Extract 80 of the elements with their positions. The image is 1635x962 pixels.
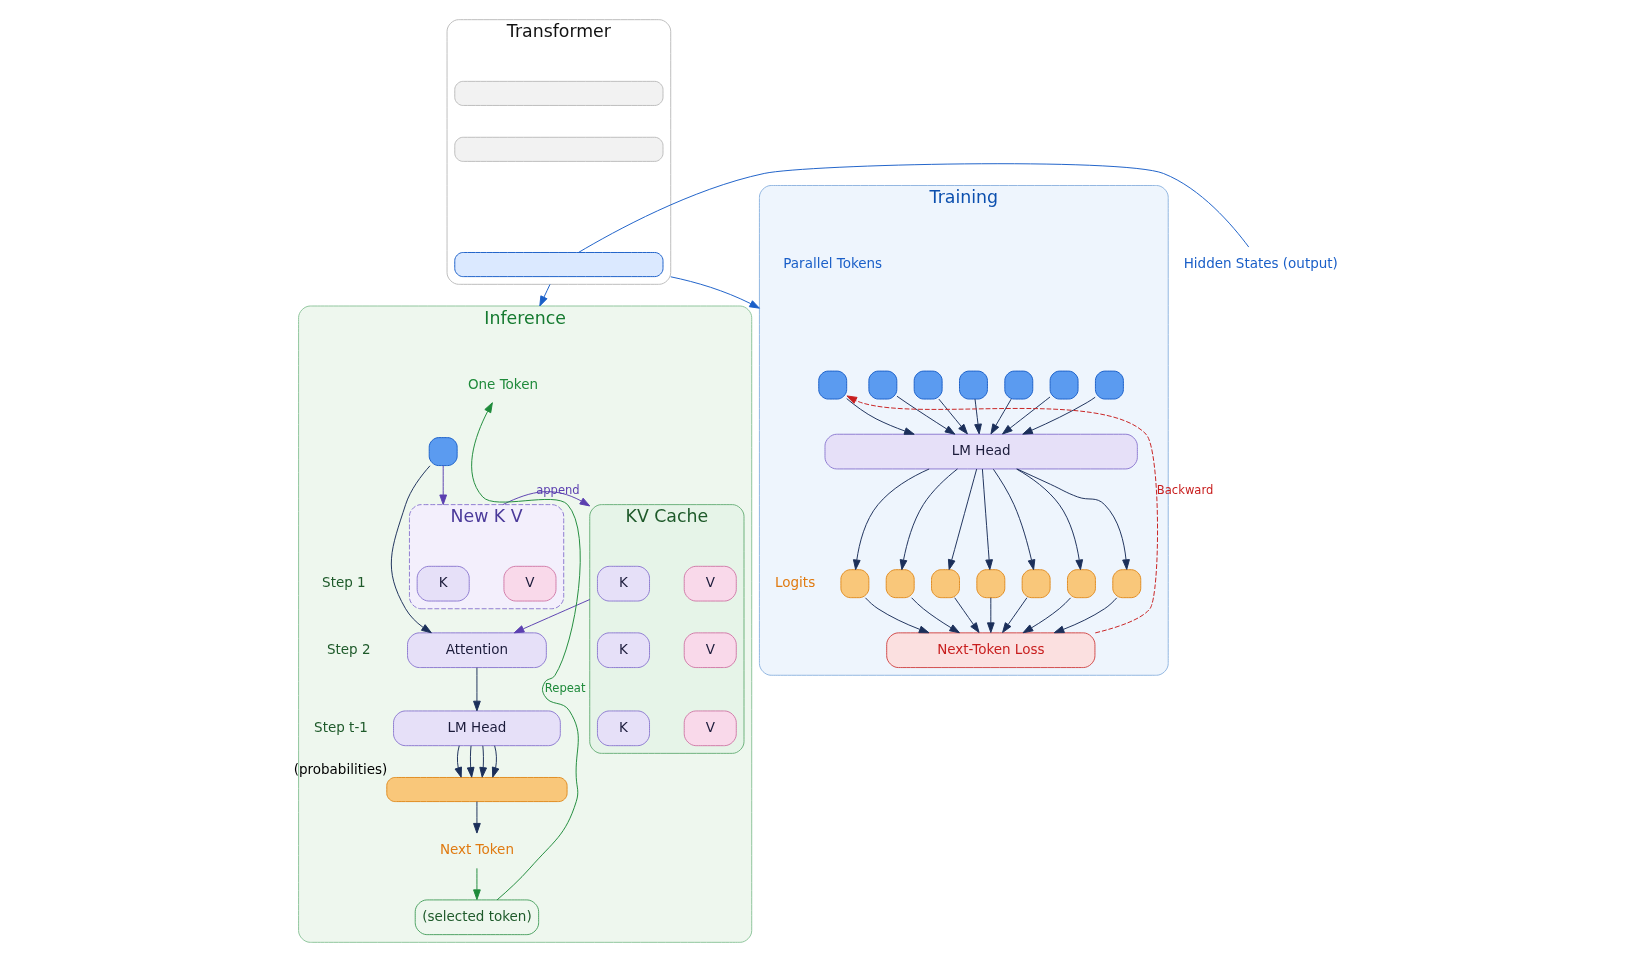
arrow <box>981 468 993 570</box>
arrow <box>845 398 915 435</box>
node-bar <box>385 777 568 803</box>
arrow <box>953 597 980 633</box>
node-box: (selected token) <box>414 899 539 936</box>
arrow <box>466 745 475 778</box>
arrow <box>937 398 968 435</box>
arrow <box>852 468 930 571</box>
node-box: LM Head <box>824 433 1138 470</box>
node-box <box>839 569 869 599</box>
label: Logits <box>774 574 815 591</box>
arrow <box>438 465 447 506</box>
node-box <box>975 569 1005 599</box>
label: Step 2 <box>326 640 370 657</box>
node-box <box>1111 569 1141 599</box>
node-box <box>428 437 458 467</box>
arrow <box>472 801 481 834</box>
arrow <box>973 398 982 435</box>
node-box <box>1049 370 1079 400</box>
arrow <box>896 395 955 435</box>
node-box <box>1094 370 1124 400</box>
edge-label: Repeat <box>544 681 585 696</box>
node-box <box>1003 370 1033 400</box>
arrow <box>491 745 499 778</box>
edge-label: append <box>535 482 580 497</box>
arrow <box>899 468 958 571</box>
node-bar <box>453 80 663 106</box>
node-bar <box>453 252 663 278</box>
arrow <box>1022 597 1071 634</box>
arrow <box>1021 396 1096 435</box>
arrow <box>1053 597 1117 634</box>
node-box: K <box>596 710 650 747</box>
cluster: Transformer <box>446 19 671 285</box>
node-bar <box>453 136 663 162</box>
arrow <box>501 491 590 507</box>
node-box: V <box>683 565 737 602</box>
arrow <box>513 599 590 634</box>
arrow <box>538 283 550 307</box>
arrow <box>454 745 462 778</box>
arrow <box>1001 396 1050 435</box>
arrow <box>1015 468 1083 571</box>
node-box <box>930 569 960 599</box>
node-box <box>885 569 915 599</box>
arrow <box>947 468 977 570</box>
label: Parallel Tokens <box>782 255 882 272</box>
arrow <box>1016 468 1130 570</box>
arrow <box>864 597 929 634</box>
node-text: Hidden States (output) <box>1183 255 1338 272</box>
node-text: Next Token <box>439 841 514 858</box>
arrow <box>992 468 1035 571</box>
arrow <box>669 276 760 309</box>
node-box: LM Head <box>392 710 561 747</box>
label: Step t-1 <box>313 718 368 735</box>
arrow <box>472 667 481 712</box>
node-box: V <box>683 710 737 747</box>
node-box <box>1066 569 1096 599</box>
arrow <box>472 867 481 900</box>
arrow <box>986 597 995 633</box>
arrow <box>470 402 581 901</box>
node-box <box>958 370 988 400</box>
node-box <box>1021 569 1051 599</box>
node-box <box>913 370 943 400</box>
node-box: Next-Token Loss <box>885 632 1095 669</box>
node-box: V <box>683 632 737 669</box>
arrow <box>989 398 1012 435</box>
arrow <box>910 597 960 634</box>
arrow <box>1001 597 1027 633</box>
node-box: K <box>596 565 650 602</box>
arrow <box>478 745 487 778</box>
node-box <box>867 370 897 400</box>
node-box: Attention <box>406 632 547 669</box>
label: Step 1 <box>321 574 366 591</box>
node-box: V <box>502 565 556 602</box>
node-box: K <box>596 632 650 669</box>
arrow <box>390 465 432 634</box>
connector <box>577 163 1249 253</box>
arrow <box>845 395 1158 634</box>
node-text: One Token <box>467 375 538 392</box>
node-box <box>817 370 847 400</box>
node-box: K <box>416 565 470 602</box>
